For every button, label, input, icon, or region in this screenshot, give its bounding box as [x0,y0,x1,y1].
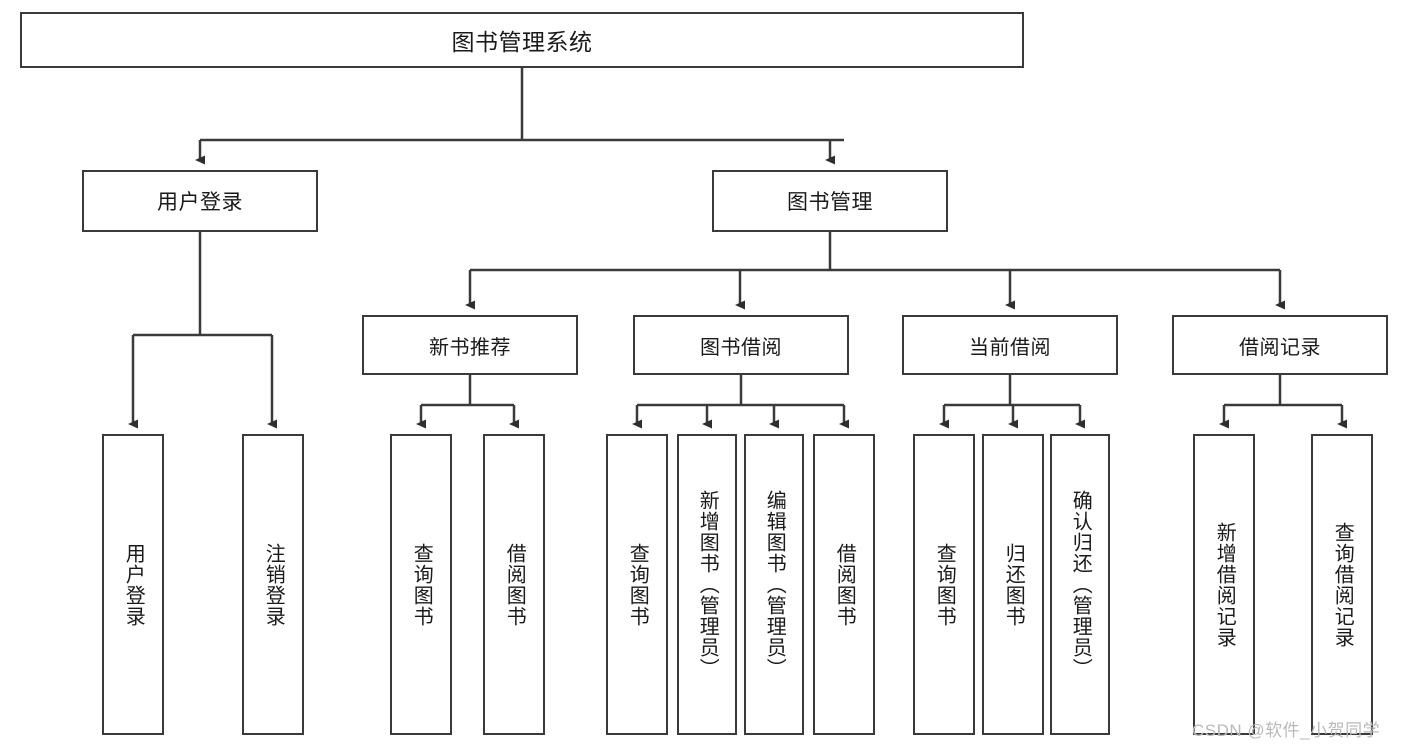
node-root[interactable]: 图书管理系统 [20,12,1024,68]
node-label: 注销登录 [262,542,285,627]
node-label: 查询图书 [410,542,433,627]
node-label: 查询图书 [933,542,956,627]
node-borrow-record[interactable]: 借阅记录 [1172,315,1388,375]
node-book-borrow[interactable]: 图书借阅 [633,315,849,375]
node-label: 确认归还（管理员） [1069,490,1092,679]
node-label: 新增图书（管理员） [696,490,719,679]
leaf-borrow-book[interactable]: 借阅图书 [813,434,875,735]
node-label: 查询借阅记录 [1331,521,1354,648]
node-label: 当前借阅 [969,336,1051,359]
node-label: 借阅记录 [1239,336,1321,359]
leaf-query-borrow-record[interactable]: 查询借阅记录 [1311,434,1373,735]
watermark: CSDN @软件_小贺同学 [1192,721,1381,740]
node-label: 用户登录 [157,191,243,214]
node-label: 图书管理 [787,191,873,214]
leaf-query-book-current[interactable]: 查询图书 [913,434,975,735]
node-label: 编辑图书（管理员） [763,490,786,679]
node-label: 图书管理系统 [451,29,593,55]
node-user-login[interactable]: 用户登录 [82,170,318,232]
leaf-return-book[interactable]: 归还图书 [982,434,1044,735]
leaf-logout[interactable]: 注销登录 [242,434,304,735]
node-label: 新增借阅记录 [1213,521,1236,648]
node-label: 用户登录 [122,542,145,627]
node-current-borrow[interactable]: 当前借阅 [902,315,1118,375]
leaf-add-book-admin[interactable]: 新增图书（管理员） [677,434,737,735]
node-label: 新书推荐 [429,336,511,359]
node-label: 查询图书 [626,542,649,627]
leaf-query-book-borrow[interactable]: 查询图书 [606,434,668,735]
node-book-management[interactable]: 图书管理 [712,170,948,232]
leaf-confirm-return-admin[interactable]: 确认归还（管理员） [1050,434,1110,735]
node-label: 图书借阅 [700,336,782,359]
leaf-query-book-recommend[interactable]: 查询图书 [390,434,452,735]
leaf-edit-book-admin[interactable]: 编辑图书（管理员） [744,434,804,735]
leaf-borrow-book-recommend[interactable]: 借阅图书 [483,434,545,735]
leaf-user-login[interactable]: 用户登录 [102,434,164,735]
leaf-add-borrow-record[interactable]: 新增借阅记录 [1193,434,1255,735]
node-new-book-recommend[interactable]: 新书推荐 [362,315,578,375]
node-label: 借阅图书 [833,542,856,627]
node-label: 借阅图书 [503,542,526,627]
node-label: 归还图书 [1002,542,1025,627]
